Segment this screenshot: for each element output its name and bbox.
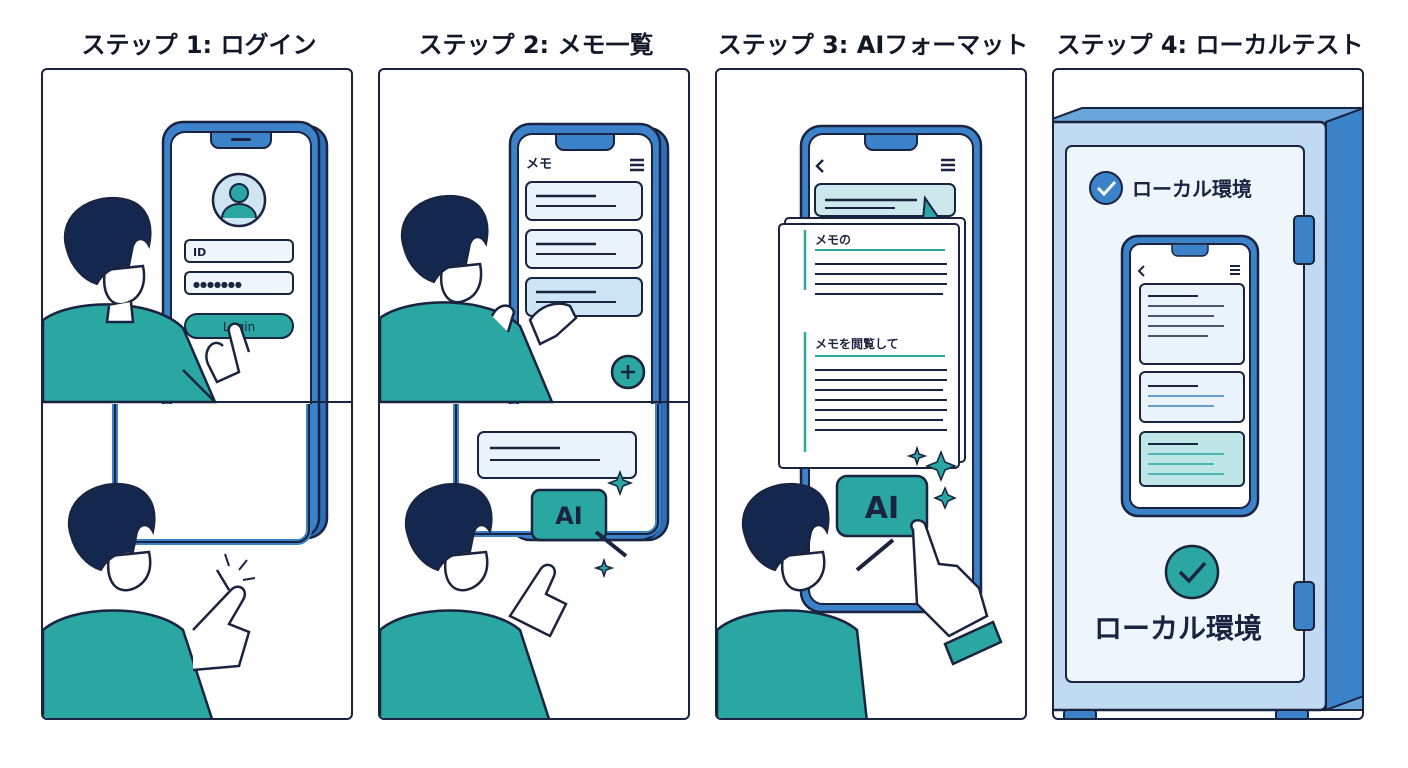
ai-button[interactable]	[835, 474, 929, 538]
back-icon[interactable]	[815, 159, 824, 173]
ai-button[interactable]	[530, 488, 608, 542]
id-input[interactable]	[184, 239, 294, 263]
sparkle-icon	[593, 469, 634, 579]
password-input[interactable]	[184, 271, 294, 295]
memo-header: メモ	[526, 157, 552, 172]
menu-icon[interactable]	[630, 158, 644, 172]
ai-button-label: AI	[865, 491, 899, 526]
sparkle-icon	[906, 445, 958, 510]
magic-wand-icon	[594, 530, 628, 558]
step-3-panel: メモの メモを閲覧して AI	[715, 68, 1027, 720]
plus-icon[interactable]	[610, 354, 646, 390]
user-character-bottom	[717, 482, 868, 718]
step-4-title: ステップ 4: ローカルテスト	[1056, 31, 1364, 59]
tap-sparkle-icon	[224, 553, 256, 581]
password-mask: ●●●●●●●	[193, 280, 242, 289]
doc-heading-2: メモを閲覧して	[815, 336, 899, 351]
user-character-top	[43, 196, 251, 404]
magic-wand-icon	[855, 538, 895, 572]
ai-button-label: AI	[555, 502, 583, 530]
cabinet-hinge	[1293, 215, 1315, 265]
memo-card[interactable]	[525, 181, 643, 221]
memo-card[interactable]	[1139, 371, 1245, 423]
user-character-bottom	[43, 482, 251, 718]
menu-icon[interactable]	[941, 158, 955, 172]
step-4-panel: ローカル環境	[1052, 68, 1364, 720]
cabinet-hinge	[1293, 581, 1315, 631]
check-icon	[1164, 544, 1220, 600]
step-3-title: ステップ 3: AIフォーマット	[717, 31, 1029, 59]
user-character-bottom	[380, 482, 568, 718]
step-2-panel: メモ	[378, 68, 690, 720]
env-label-bottom: ローカル環境	[1094, 612, 1262, 645]
step-2-title: ステップ 2: メモ一覧	[418, 31, 654, 59]
memo-card-highlighted[interactable]	[1139, 431, 1245, 487]
doc-heading-1: メモの	[815, 233, 851, 247]
memo-card[interactable]	[525, 229, 643, 269]
back-icon[interactable]	[1137, 265, 1145, 277]
menu-icon[interactable]	[1230, 265, 1240, 275]
user-character-top	[380, 194, 578, 404]
env-label-top: ローカル環境	[1132, 177, 1252, 201]
step-1-panel: ID ●●●●●●● Login	[41, 68, 353, 720]
tapping-hand	[910, 519, 1003, 666]
memo-card[interactable]	[477, 431, 637, 479]
check-icon	[1089, 171, 1123, 205]
user-avatar-icon	[211, 172, 267, 228]
step-1-title: ステップ 1: ログイン	[81, 31, 317, 59]
memo-card[interactable]	[1139, 283, 1245, 365]
id-field-label: ID	[193, 246, 206, 259]
